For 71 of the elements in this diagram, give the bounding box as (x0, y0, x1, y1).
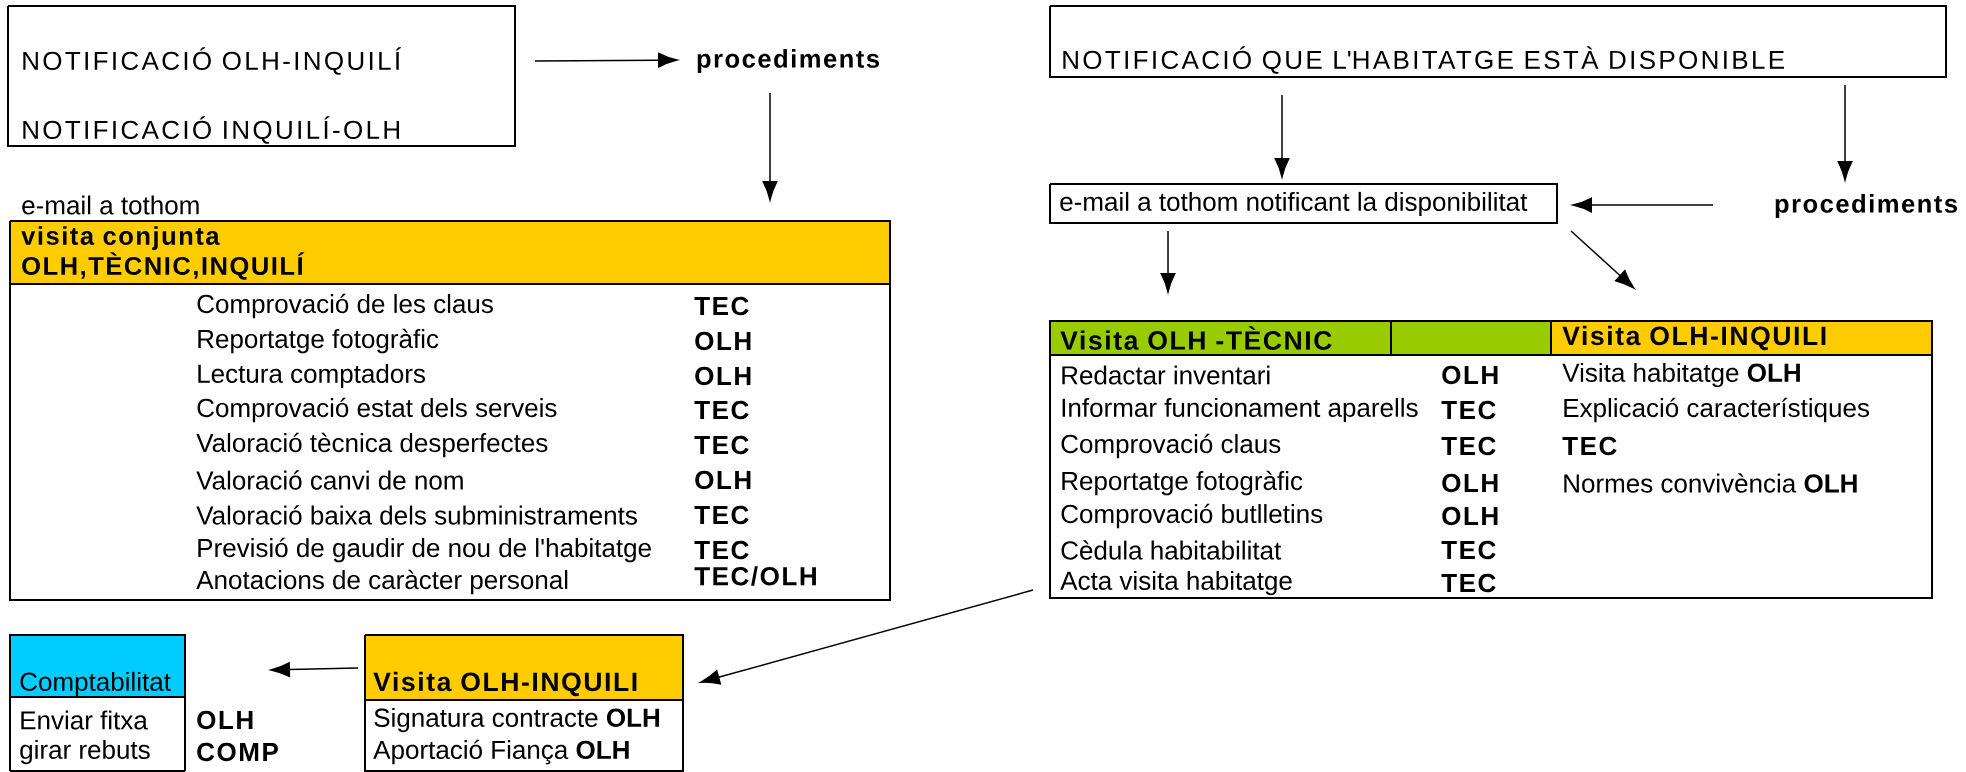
role-text: OLH (695, 366, 751, 386)
task-text: Anotacions de caràcter personal (196, 569, 568, 595)
task-table (1049, 320, 1552, 599)
task-text: Previsió de gaudir de nou de l'habitatge (198, 537, 651, 563)
role-text: COMP (197, 742, 278, 762)
task-text: girar rebuts (20, 739, 150, 765)
heading-text: NOTIFICACIÓ INQUILÍ-OLH (23, 116, 399, 144)
procedure-text: procediments (1775, 194, 1957, 218)
task-text: Reportatge fotogràfic (1062, 470, 1303, 496)
task-text: Signatura contracte OLH (374, 707, 660, 733)
header-text: Visita OLH -TÈCNIC (1060, 326, 1332, 350)
task-text: Reportatge fotogràfic (198, 328, 439, 354)
task-text: Comprovació estat dels serveis (197, 397, 557, 423)
role-text: TEC (694, 505, 749, 525)
task-text: Enviar fitxa (21, 710, 148, 730)
arrow (700, 589, 1034, 685)
arrow (1570, 230, 1635, 289)
arrow (534, 52, 678, 68)
task-text: Comprovació claus (1061, 433, 1281, 459)
arrow (270, 662, 359, 677)
task-text: Aportació Fiança OLH (373, 739, 629, 765)
header-text: visita conjunta OLH,TÈCNIC,INQUILÍ (21, 226, 305, 280)
arrow (1160, 230, 1176, 293)
role-text: TEC (694, 540, 749, 560)
role-text: TEC (694, 400, 749, 420)
arrow (1274, 94, 1290, 178)
role-text: OLH (1442, 365, 1498, 385)
role-text: TEC (1562, 436, 1617, 456)
notification-box (1049, 5, 1947, 78)
task-table (9, 634, 278, 772)
role-text: TEC (1441, 400, 1496, 420)
task-text: Visita habitatge OLH (1562, 362, 1800, 388)
email-box (1049, 183, 1558, 224)
role-text: TEC (1441, 573, 1496, 593)
note-text: e-mail a tothom (22, 195, 199, 215)
task-text: Valoració baixa dels subministraments (196, 505, 637, 525)
heading-text: NOTIFICACIÓ OLH-INQUILÍ (23, 47, 402, 75)
role-text: TEC/OLH (694, 566, 816, 586)
header-text: Visita OLH-INQUILI (1562, 325, 1826, 351)
task-text: Valoració canvi de nom (196, 470, 463, 490)
task-text: Comptabilitat (20, 671, 171, 697)
task-table (1550, 320, 1933, 599)
arrow (1572, 197, 1714, 213)
task-text: Redactar inventari (1062, 365, 1270, 385)
header-text: Visita OLH-INQUILI (373, 671, 637, 697)
email-text: e-mail a tothom notificant la disponibilitat (1060, 191, 1528, 217)
task-text: Acta visita habitatge (1060, 570, 1292, 596)
task-text: Comprovació de les claus (197, 293, 493, 319)
heading-text: NOTIFICACIÓ QUE L'HABITATGE ESTÀ DISPONIBLE (1063, 46, 1784, 74)
task-text: Normes convivència OLH (1564, 473, 1857, 493)
procedure-text: procediments (697, 49, 879, 73)
role-text: TEC (1441, 436, 1496, 456)
task-text: Cèdula habitabilitat (1061, 540, 1282, 560)
arrow (762, 92, 778, 201)
role-text: OLH (1442, 473, 1498, 493)
role-text: OLH (197, 710, 253, 730)
notification-box (7, 5, 516, 147)
role-text: OLH (1442, 506, 1498, 526)
task-text: Lectura comptadors (198, 363, 425, 389)
role-text: OLH (695, 331, 751, 351)
task-text: Comprovació butlletins (1061, 503, 1323, 529)
arrow (1837, 84, 1853, 181)
role-text: OLH (695, 470, 751, 490)
task-table (364, 634, 684, 772)
task-table (9, 220, 891, 601)
task-text: Valoració tècnica desperfectes (196, 432, 548, 458)
role-text: TEC (694, 296, 749, 316)
role-text: TEC (1441, 540, 1496, 560)
task-text: Explicació característiques (1564, 397, 1869, 423)
role-text: TEC (694, 435, 749, 455)
task-text: Informar funcionament aparells (1062, 397, 1418, 423)
